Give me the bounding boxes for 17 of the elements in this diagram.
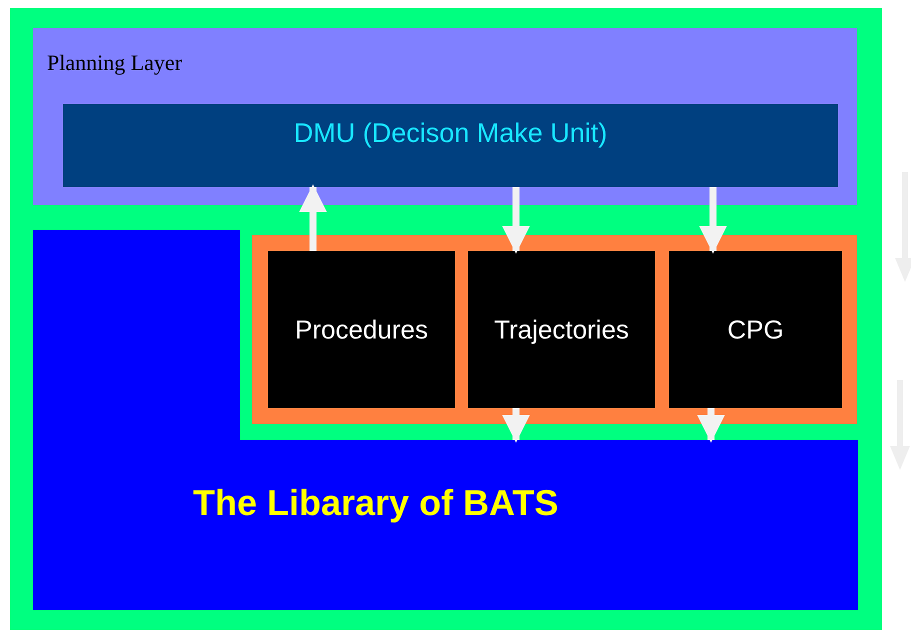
arrow [697,408,725,443]
module-container [252,235,857,424]
layer-band [33,28,857,205]
label-text: The Libarary of BATS [193,482,558,524]
label-text: Procedures [295,314,428,345]
arrow [502,187,530,254]
label-text: Planning Layer [47,50,182,76]
module-box [468,251,655,408]
module-box [669,251,842,408]
arrow [299,184,327,251]
label-text: Trajectories [494,314,629,345]
arrow [502,408,530,443]
unit-box [63,104,838,187]
label-text: CPG [727,314,784,345]
label-text: DMU (Decison Make Unit) [294,118,608,149]
arrow [699,187,727,254]
module-box [268,251,455,408]
